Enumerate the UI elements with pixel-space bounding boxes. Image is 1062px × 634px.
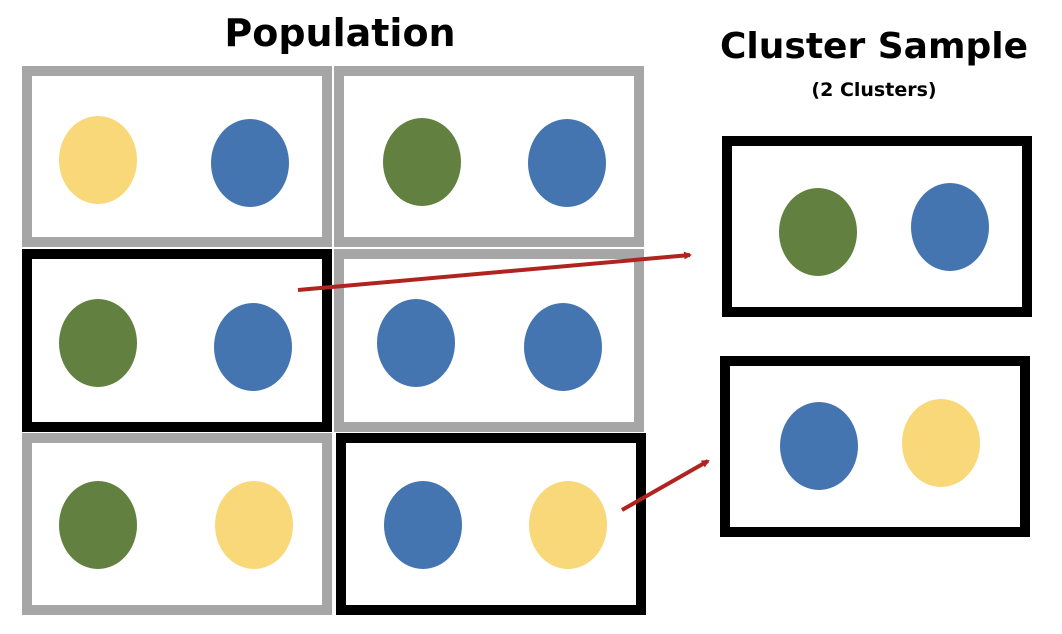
blue-member-dot <box>524 303 602 391</box>
yellow-member-dot <box>215 481 293 569</box>
population-cluster-3 <box>22 249 332 432</box>
green-member-dot <box>59 481 137 569</box>
green-member-dot <box>59 299 137 387</box>
green-member-dot <box>779 188 857 276</box>
blue-member-dot <box>911 183 989 271</box>
sample-cluster-border <box>720 356 1030 537</box>
sample-cluster-2 <box>720 356 1030 537</box>
population-cluster-4 <box>334 249 644 432</box>
sample-clusters <box>720 136 1032 537</box>
blue-member-dot <box>528 119 606 207</box>
population-cluster-1 <box>22 66 332 247</box>
blue-member-dot <box>211 119 289 207</box>
blue-member-dot <box>780 402 858 490</box>
population-cluster-2 <box>334 66 644 247</box>
selection-arrow-1 <box>297 251 692 292</box>
yellow-member-dot <box>902 399 980 487</box>
selection-arrow-2 <box>621 459 710 512</box>
population-title: Population <box>224 11 455 55</box>
blue-member-dot <box>214 303 292 391</box>
yellow-member-dot <box>529 481 607 569</box>
sample-cluster-1 <box>722 136 1032 317</box>
blue-member-dot <box>384 481 462 569</box>
green-member-dot <box>383 118 461 206</box>
population-cluster-5 <box>22 433 332 615</box>
blue-member-dot <box>377 299 455 387</box>
cluster-sample-title: Cluster Sample <box>720 26 1028 67</box>
population-grid <box>22 66 646 615</box>
population-cluster-6 <box>336 433 646 615</box>
cluster-sample-subtitle: (2 Clusters) <box>811 79 936 101</box>
yellow-member-dot <box>59 116 137 204</box>
